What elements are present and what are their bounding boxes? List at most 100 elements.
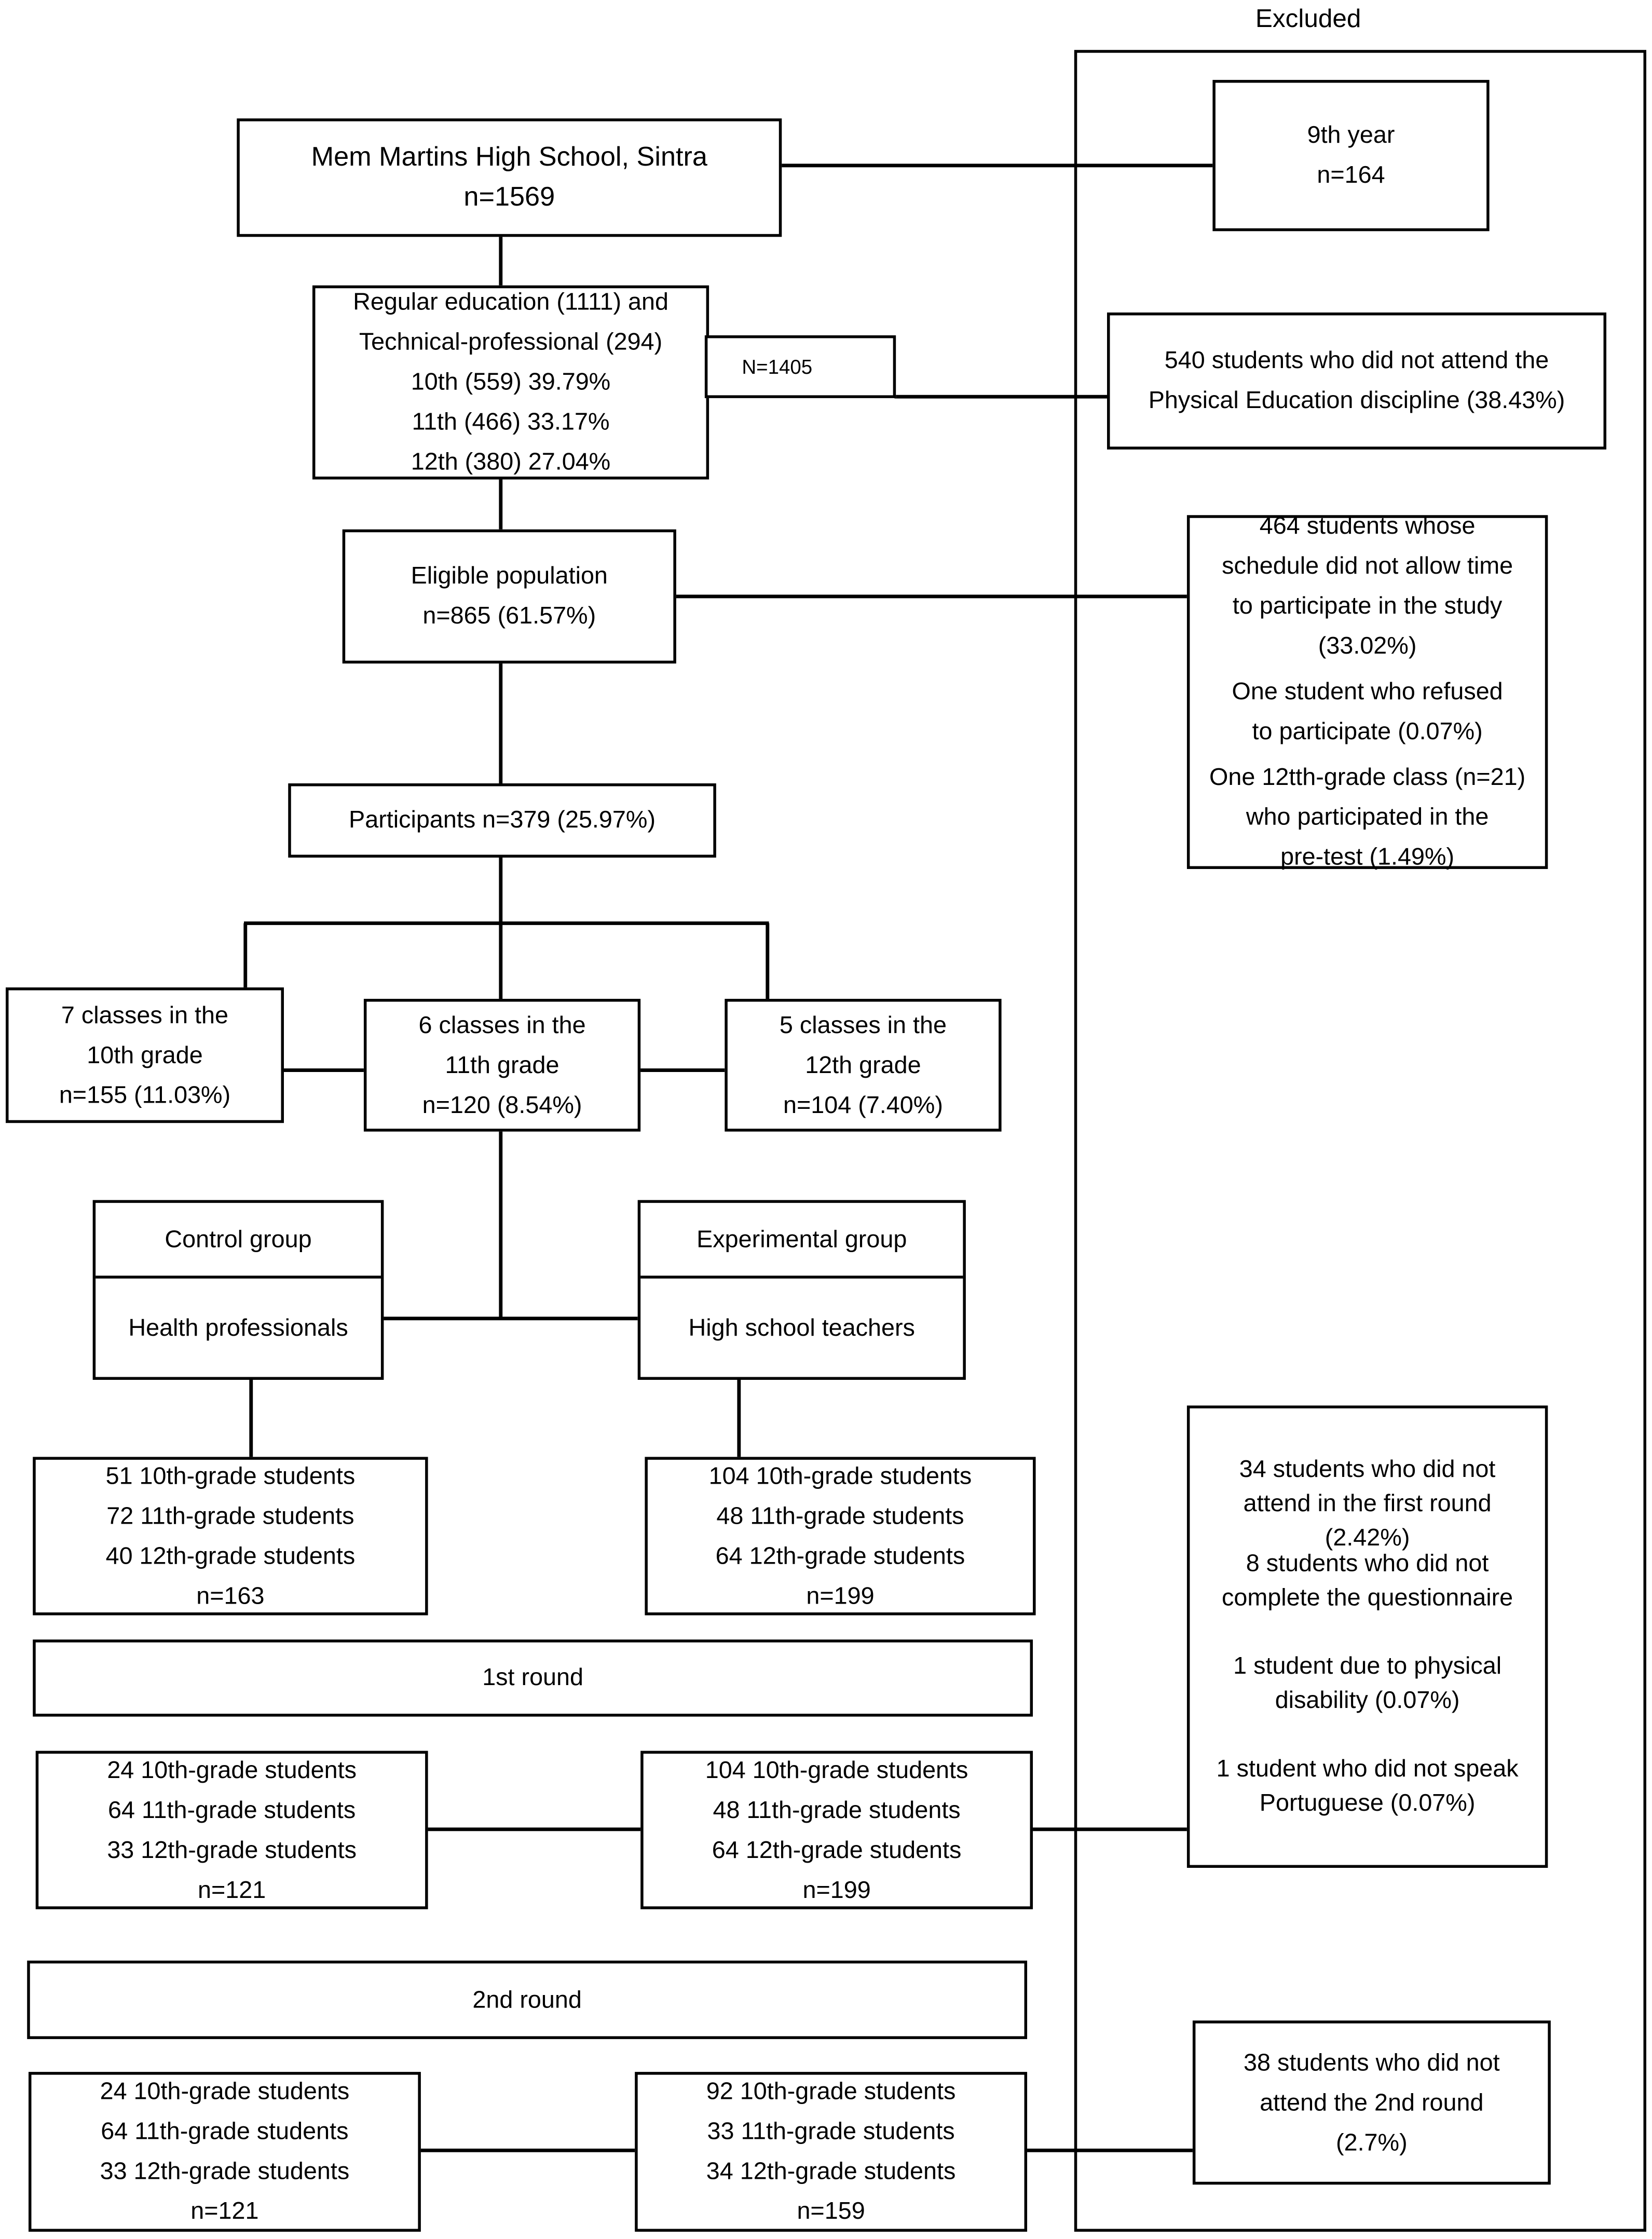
box-text-line: 38 students who did not (1244, 2048, 1500, 2075)
text-group: N=1405 (742, 347, 812, 387)
box-text-line: n=121 (197, 1876, 266, 1903)
box-text-line: pre-test (1.49%) (1280, 843, 1455, 871)
box-text-line: 6 classes in the (418, 1011, 586, 1038)
box-text-line: 8 students who did not (1246, 1550, 1489, 1577)
box-text-line: (2.42%) (1325, 1524, 1410, 1551)
control-group-box: Control group Health professionals (92, 1200, 384, 1380)
box-text-line: 64 12th-grade students (712, 1836, 962, 1863)
box-text-line: 33 12th-grade students (100, 2157, 350, 2185)
box-text-line: 10th grade (87, 1041, 203, 1068)
text-group: Mem Martins High School, Sintra n=1569 (311, 138, 707, 218)
box-text-line: 24 10th-grade students (107, 1756, 357, 1783)
box-text-line: 12th (380) 27.04% (411, 448, 611, 476)
box-text-line: 48 11th-grade students (716, 1502, 964, 1529)
grade12-classes-box: 5 classes in the 12th grade n=104 (7.40%) (725, 999, 1002, 1132)
box-text-line: attend in the first round (1243, 1489, 1492, 1517)
box-text-line: 34 12th-grade students (706, 2157, 956, 2185)
box-text-line: 64 12th-grade students (715, 1541, 965, 1569)
box-text-line: 7 classes in the (61, 1001, 229, 1028)
box-text-line: 72 11th-grade students (106, 1502, 354, 1529)
box-text-line: Mem Martins High School, Sintra (311, 142, 707, 172)
box-text-line: 51 10th-grade students (105, 1462, 356, 1489)
box-text-line: 104 10th-grade students (708, 1462, 972, 1489)
text-group: 5 classes in the 12th grade n=104 (7.40%) (780, 1005, 947, 1125)
box-text-line: attend the 2nd round (1260, 2088, 1484, 2115)
box-text-line: 1 student who did not speak (1216, 1755, 1519, 1783)
box-text-line: Physical Education discipline (38.43%) (1148, 386, 1565, 414)
box-text-line: (2.7%) (1336, 2128, 1408, 2155)
box-text-line: disability (0.07%) (1275, 1686, 1460, 1714)
box-text-line: n=164 (1317, 161, 1385, 188)
control-baseline-box: 51 10th-grade students 72 11th-grade stud… (33, 1456, 428, 1616)
box-text-line: Participants n=379 (25.97%) (349, 806, 656, 834)
control-group-label: Control group (95, 1203, 381, 1279)
experimental-group-box: Experimental group High school teachers (637, 1200, 966, 1380)
first-round-box: 1st round (33, 1639, 1033, 1717)
experimental-group-label: Experimental group (640, 1203, 963, 1279)
box-text-line: Regular education (1111) and (353, 288, 668, 316)
box-text-line: 12th grade (805, 1051, 921, 1078)
box-text-line: 24 10th-grade students (100, 2078, 350, 2105)
control-round1-box: 24 10th-grade students 64 11th-grade stud… (35, 1750, 428, 1910)
second-round-excluded-box: 38 students who did not attend the 2nd ro… (1192, 2020, 1551, 2185)
excluded-frame (1074, 50, 1646, 2232)
box-text-line: n=120 (8.54%) (422, 1091, 582, 1118)
box-text-line: n=199 (802, 1876, 871, 1903)
box-text-line: Portuguese (0.07%) (1259, 1789, 1476, 1817)
box-text-line: n=199 (806, 1581, 875, 1609)
box-text-line: 48 11th-grade students (713, 1796, 961, 1823)
text-group: 51 10th-grade students 72 11th-grade stud… (106, 1456, 356, 1616)
box-text-line: 33 12th-grade students (107, 1836, 357, 1863)
n1405-box: N=1405 (704, 335, 896, 398)
text-group: 24 10th-grade students 64 11th-grade stud… (100, 2072, 350, 2232)
box-text-line: 64 11th-grade students (101, 2118, 349, 2145)
excluded-heading: Excluded (1255, 4, 1361, 33)
box-text-line: Technical-professional (294) (359, 328, 663, 356)
box-text-line: (33.02%) (1318, 632, 1417, 659)
box-text-line: 11th (466) 33.17% (412, 408, 610, 436)
box-text-line: n=121 (190, 2197, 259, 2225)
experimental-baseline-box: 104 10th-grade students 48 11th-grade stu… (645, 1456, 1036, 1616)
control-group-sub: Health professionals (128, 1313, 348, 1341)
box-text-line: who participated in the (1246, 803, 1489, 831)
text-group: 38 students who did not attend the 2nd ro… (1244, 2043, 1500, 2163)
second-round-box: 2nd round (27, 1960, 1028, 2039)
box-text-line: 64 11th-grade students (108, 1796, 356, 1823)
box-text-line: 5 classes in the (779, 1011, 947, 1038)
box-text-line: n=163 (196, 1581, 265, 1609)
participants-box: Participants n=379 (25.97%) (288, 783, 716, 858)
text-group: 9th year n=164 (1307, 116, 1395, 196)
box-text-line: to participate (0.07%) (1252, 717, 1483, 745)
box-text-line: 10th (559) 39.79% (411, 368, 611, 396)
text-group: 24 10th-grade students 64 11th-grade stud… (107, 1750, 357, 1910)
box-text-line: 40 12th-grade students (105, 1541, 356, 1569)
text-group: 1st round (482, 1658, 583, 1698)
box-text-line: n=159 (797, 2197, 865, 2225)
box-text-line: n=1569 (463, 182, 555, 212)
text-group: 104 10th-grade students 48 11th-grade stu… (709, 1456, 972, 1616)
box-text-line: n=104 (7.40%) (783, 1091, 943, 1118)
box-text-line: 9th year (1307, 121, 1395, 148)
box-text-line: 92 10th-grade students (706, 2078, 956, 2105)
control-round2-box: 24 10th-grade students 64 11th-grade stud… (28, 2072, 421, 2232)
